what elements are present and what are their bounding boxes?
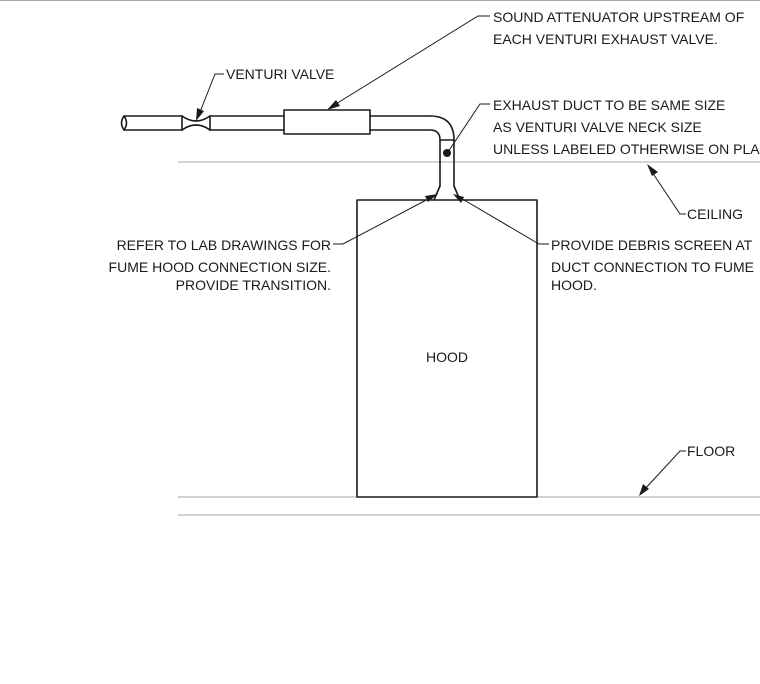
debris-screen-leader: [453, 194, 549, 245]
duct-size-label-line1: EXHAUST DUCT TO BE SAME SIZE: [493, 97, 725, 113]
debris-screen-label-line2: DUCT CONNECTION TO FUME: [551, 259, 754, 275]
debris-screen-label-line1: PROVIDE DEBRIS SCREEN AT: [551, 237, 753, 253]
exhaust-duct-middle: [209, 115, 285, 131]
duct-size-label-line2: AS VENTURI VALVE NECK SIZE: [493, 119, 702, 135]
fume-hood: [356, 199, 538, 498]
exhaust-duct: [120, 115, 183, 131]
duct-size-leader: [443, 103, 490, 157]
hood-label: HOOD: [426, 349, 468, 365]
exhaust-duct-elbow: [369, 115, 455, 141]
floor-leader: [639, 450, 686, 496]
lab-drawings-label-line3: PROVIDE TRANSITION.: [176, 277, 331, 293]
debris-screen-label-line3: HOOD.: [551, 277, 597, 293]
ceiling-label: CEILING: [687, 206, 743, 222]
floor-label: FLOOR: [687, 443, 735, 459]
venturi-valve-leader: [196, 73, 224, 121]
lab-drawings-label-line2: FUME HOOD CONNECTION SIZE.: [109, 259, 331, 275]
venturi-valve: [181, 115, 211, 131]
exhaust-duct-vertical: [433, 139, 461, 201]
lab-drawings-label-line1: REFER TO LAB DRAWINGS FOR: [117, 237, 331, 253]
attenuator-label-line1: SOUND ATTENUATOR UPSTREAM OF: [493, 9, 744, 25]
venturi-valve-label: VENTURI VALVE: [226, 66, 334, 82]
ceiling-leader: [647, 164, 686, 215]
attenuator-leader: [327, 15, 490, 110]
duct-size-label-line3: UNLESS LABELED OTHERWISE ON PLAN: [493, 141, 760, 157]
duct-break-symbol: [120, 115, 128, 131]
sound-attenuator: [283, 109, 371, 135]
attenuator-label-line2: EACH VENTURI EXHAUST VALVE.: [493, 31, 718, 47]
lab-drawings-leader: [333, 194, 438, 245]
duct-size-dot: [443, 149, 451, 157]
